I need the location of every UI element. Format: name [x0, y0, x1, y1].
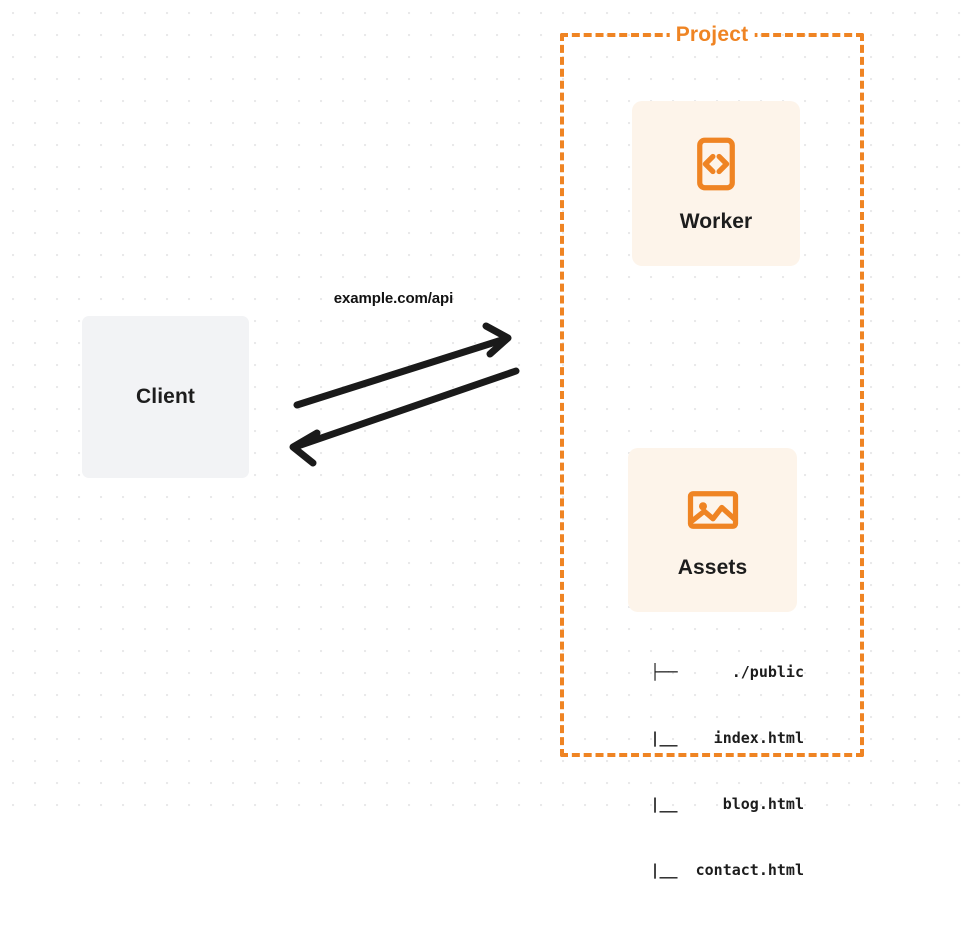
client-label: Client [136, 385, 195, 408]
assets-file-tree: ├── ./public |__ index.html |__ blog.htm… [604, 617, 804, 925]
worker-node[interactable]: Worker [632, 101, 800, 266]
connection-label: example.com/api [333, 290, 454, 307]
diagram-canvas: Client example.com/api Project Worker As… [0, 0, 980, 879]
connection-arrows [289, 322, 520, 467]
response-arrow-head [289, 429, 321, 467]
code-brackets-icon [697, 137, 735, 190]
file-tree-row: |__ contact.html [632, 861, 804, 879]
worker-label: Worker [679, 209, 753, 233]
project-title: Project [669, 23, 755, 47]
file-tree-row: |__ index.html [632, 729, 804, 747]
assets-label: Assets [677, 556, 748, 579]
image-icon [687, 491, 738, 529]
file-tree-row: ├── ./public [650, 663, 804, 681]
request-arrow-line [293, 335, 509, 409]
project-boundary: Project [560, 23, 864, 757]
client-node[interactable]: Client [82, 316, 249, 478]
assets-node[interactable]: Assets [628, 448, 797, 612]
file-tree-row: |__ blog.html [632, 795, 804, 813]
request-arrow-head [482, 322, 512, 358]
response-arrow-line [294, 367, 520, 450]
